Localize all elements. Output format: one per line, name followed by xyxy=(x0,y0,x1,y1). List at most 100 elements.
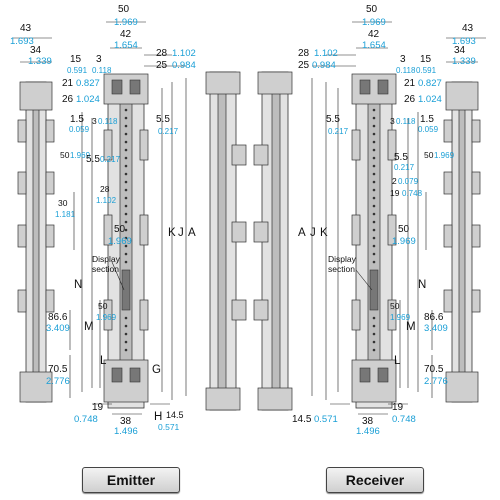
rdim-1024: 1.024 xyxy=(418,94,442,105)
dim-42: 42 xyxy=(120,29,132,40)
rdim-0984: 0.984 xyxy=(312,60,336,71)
rdim-0571: 0.571 xyxy=(314,414,338,425)
rdim-14-5: 14.5 xyxy=(292,414,312,425)
rdim-42: 42 xyxy=(368,29,380,40)
section-label-emitter: section xyxy=(92,264,119,274)
rdim-43: 43 xyxy=(462,23,474,34)
dim-3-small: 3 xyxy=(92,116,97,126)
dim-1969-top: 1.969 xyxy=(114,17,138,28)
dim-1102: 1.102 xyxy=(172,48,196,59)
dim-1339: 1.339 xyxy=(28,56,52,67)
rdim-0591: 0.591 xyxy=(416,66,437,75)
dim-1969-d: 1.969 xyxy=(96,313,117,322)
label-J-emitter: J xyxy=(178,227,184,239)
emitter-caption: Emitter xyxy=(82,467,180,493)
rdim-3: 3 xyxy=(400,54,406,65)
dim-0827: 0.827 xyxy=(76,78,100,89)
dim-0059: 0.059 xyxy=(69,125,90,134)
dim-25: 25 xyxy=(156,60,168,71)
dim-0748: 0.748 xyxy=(74,414,98,425)
dim-34: 34 xyxy=(30,45,42,56)
rdim-1969-d: 1.969 xyxy=(390,313,411,322)
dim-1-5: 1.5 xyxy=(70,114,84,125)
dim-70-5: 70.5 xyxy=(48,364,68,375)
receiver-letter-labels: A J K N M L Display section xyxy=(298,227,426,367)
dim-0591: 0.591 xyxy=(67,66,88,75)
rdim-5-5: 5.5 xyxy=(326,114,340,125)
label-N-receiver: N xyxy=(418,279,426,291)
dim-38: 38 xyxy=(120,416,132,427)
rdim-3409: 3.409 xyxy=(424,323,448,334)
dim-50-mid: 50 xyxy=(60,150,70,160)
dim-30: 30 xyxy=(58,198,68,208)
label-J-receiver: J xyxy=(310,227,316,239)
dim-26: 26 xyxy=(62,94,74,105)
rdim-70-5: 70.5 xyxy=(424,364,444,375)
rdim-50-top: 50 xyxy=(366,4,378,15)
rdim-0118-small: 0.118 xyxy=(396,117,416,126)
dim-0118: 0.118 xyxy=(92,66,112,75)
dim-0217-b: 0.217 xyxy=(100,155,121,164)
rdim-19-b: 19 xyxy=(392,402,404,413)
dim-0118-small: 0.118 xyxy=(98,117,118,126)
rdim-0217-b: 0.217 xyxy=(394,163,415,172)
dim-5-5: 5.5 xyxy=(156,114,170,125)
receiver-rear-view xyxy=(253,71,293,411)
receiver-front-view xyxy=(351,73,397,409)
label-K-emitter: K xyxy=(168,227,176,239)
dim-1102-b: 1.102 xyxy=(96,196,117,205)
rdim-5-5-b: 5.5 xyxy=(394,152,408,163)
rdim-15: 15 xyxy=(420,54,432,65)
label-K-receiver: K xyxy=(320,227,328,239)
rdim-50-d: 50 xyxy=(390,301,400,311)
label-M-receiver: M xyxy=(406,321,416,333)
rdim-19: 19 xyxy=(390,188,400,198)
rdim-1969-top: 1.969 xyxy=(362,17,386,28)
rdim-1339: 1.339 xyxy=(452,56,476,67)
rdim-38: 38 xyxy=(362,416,374,427)
dim-1024: 1.024 xyxy=(76,94,100,105)
label-N-emitter: N xyxy=(74,279,82,291)
rdim-26: 26 xyxy=(404,94,416,105)
dim-1693: 1.693 xyxy=(10,36,34,47)
rdim-86-6: 86.6 xyxy=(424,312,444,323)
dim-5-5-b: 5.5 xyxy=(86,154,100,165)
rdim-0748: 0.748 xyxy=(402,189,423,198)
rdim-1496: 1.496 xyxy=(356,426,380,437)
section-label-receiver: section xyxy=(328,264,355,274)
dim-43: 43 xyxy=(20,23,32,34)
receiver-beam-dots xyxy=(372,108,376,352)
label-H-emitter: H xyxy=(154,411,162,423)
rdim-2: 2 xyxy=(392,176,397,186)
rdim-21: 21 xyxy=(404,78,416,89)
dim-28: 28 xyxy=(156,48,168,59)
rdim-25: 25 xyxy=(298,60,310,71)
dim-28-b: 28 xyxy=(100,184,110,194)
label-A-receiver: A xyxy=(298,227,306,239)
display-label-emitter: Display xyxy=(92,254,121,264)
dim-50-c: 50 xyxy=(114,224,126,235)
emitter-front-view xyxy=(103,73,149,409)
rdim-50-c: 50 xyxy=(398,224,410,235)
dim-1969-mid: 1.969 xyxy=(70,151,91,160)
rdim-28: 28 xyxy=(298,48,310,59)
dim-19: 19 xyxy=(92,402,104,413)
receiver-dimension-labels: 50 1.969 42 1.654 28 1.102 25 0.984 43 1… xyxy=(292,4,476,437)
rdim-2776: 2.776 xyxy=(424,376,448,387)
receiver-caption: Receiver xyxy=(326,467,424,493)
label-G-emitter: G xyxy=(152,364,161,376)
rdim-0217: 0.217 xyxy=(328,127,349,136)
rdim-0118: 0.118 xyxy=(396,66,416,75)
dim-86-6: 86.6 xyxy=(48,312,68,323)
label-L-emitter: L xyxy=(100,355,107,367)
dim-1496: 1.496 xyxy=(114,426,138,437)
dim-14-5: 14.5 xyxy=(166,410,184,420)
dim-3409: 3.409 xyxy=(46,323,70,334)
dim-0571: 0.571 xyxy=(158,422,180,432)
receiver-side-view xyxy=(443,81,481,403)
label-M-emitter: M xyxy=(84,321,94,333)
emitter-beam-dots xyxy=(124,108,128,352)
rdim-50-mid: 50 xyxy=(424,150,434,160)
rdim-1693: 1.693 xyxy=(452,36,476,47)
